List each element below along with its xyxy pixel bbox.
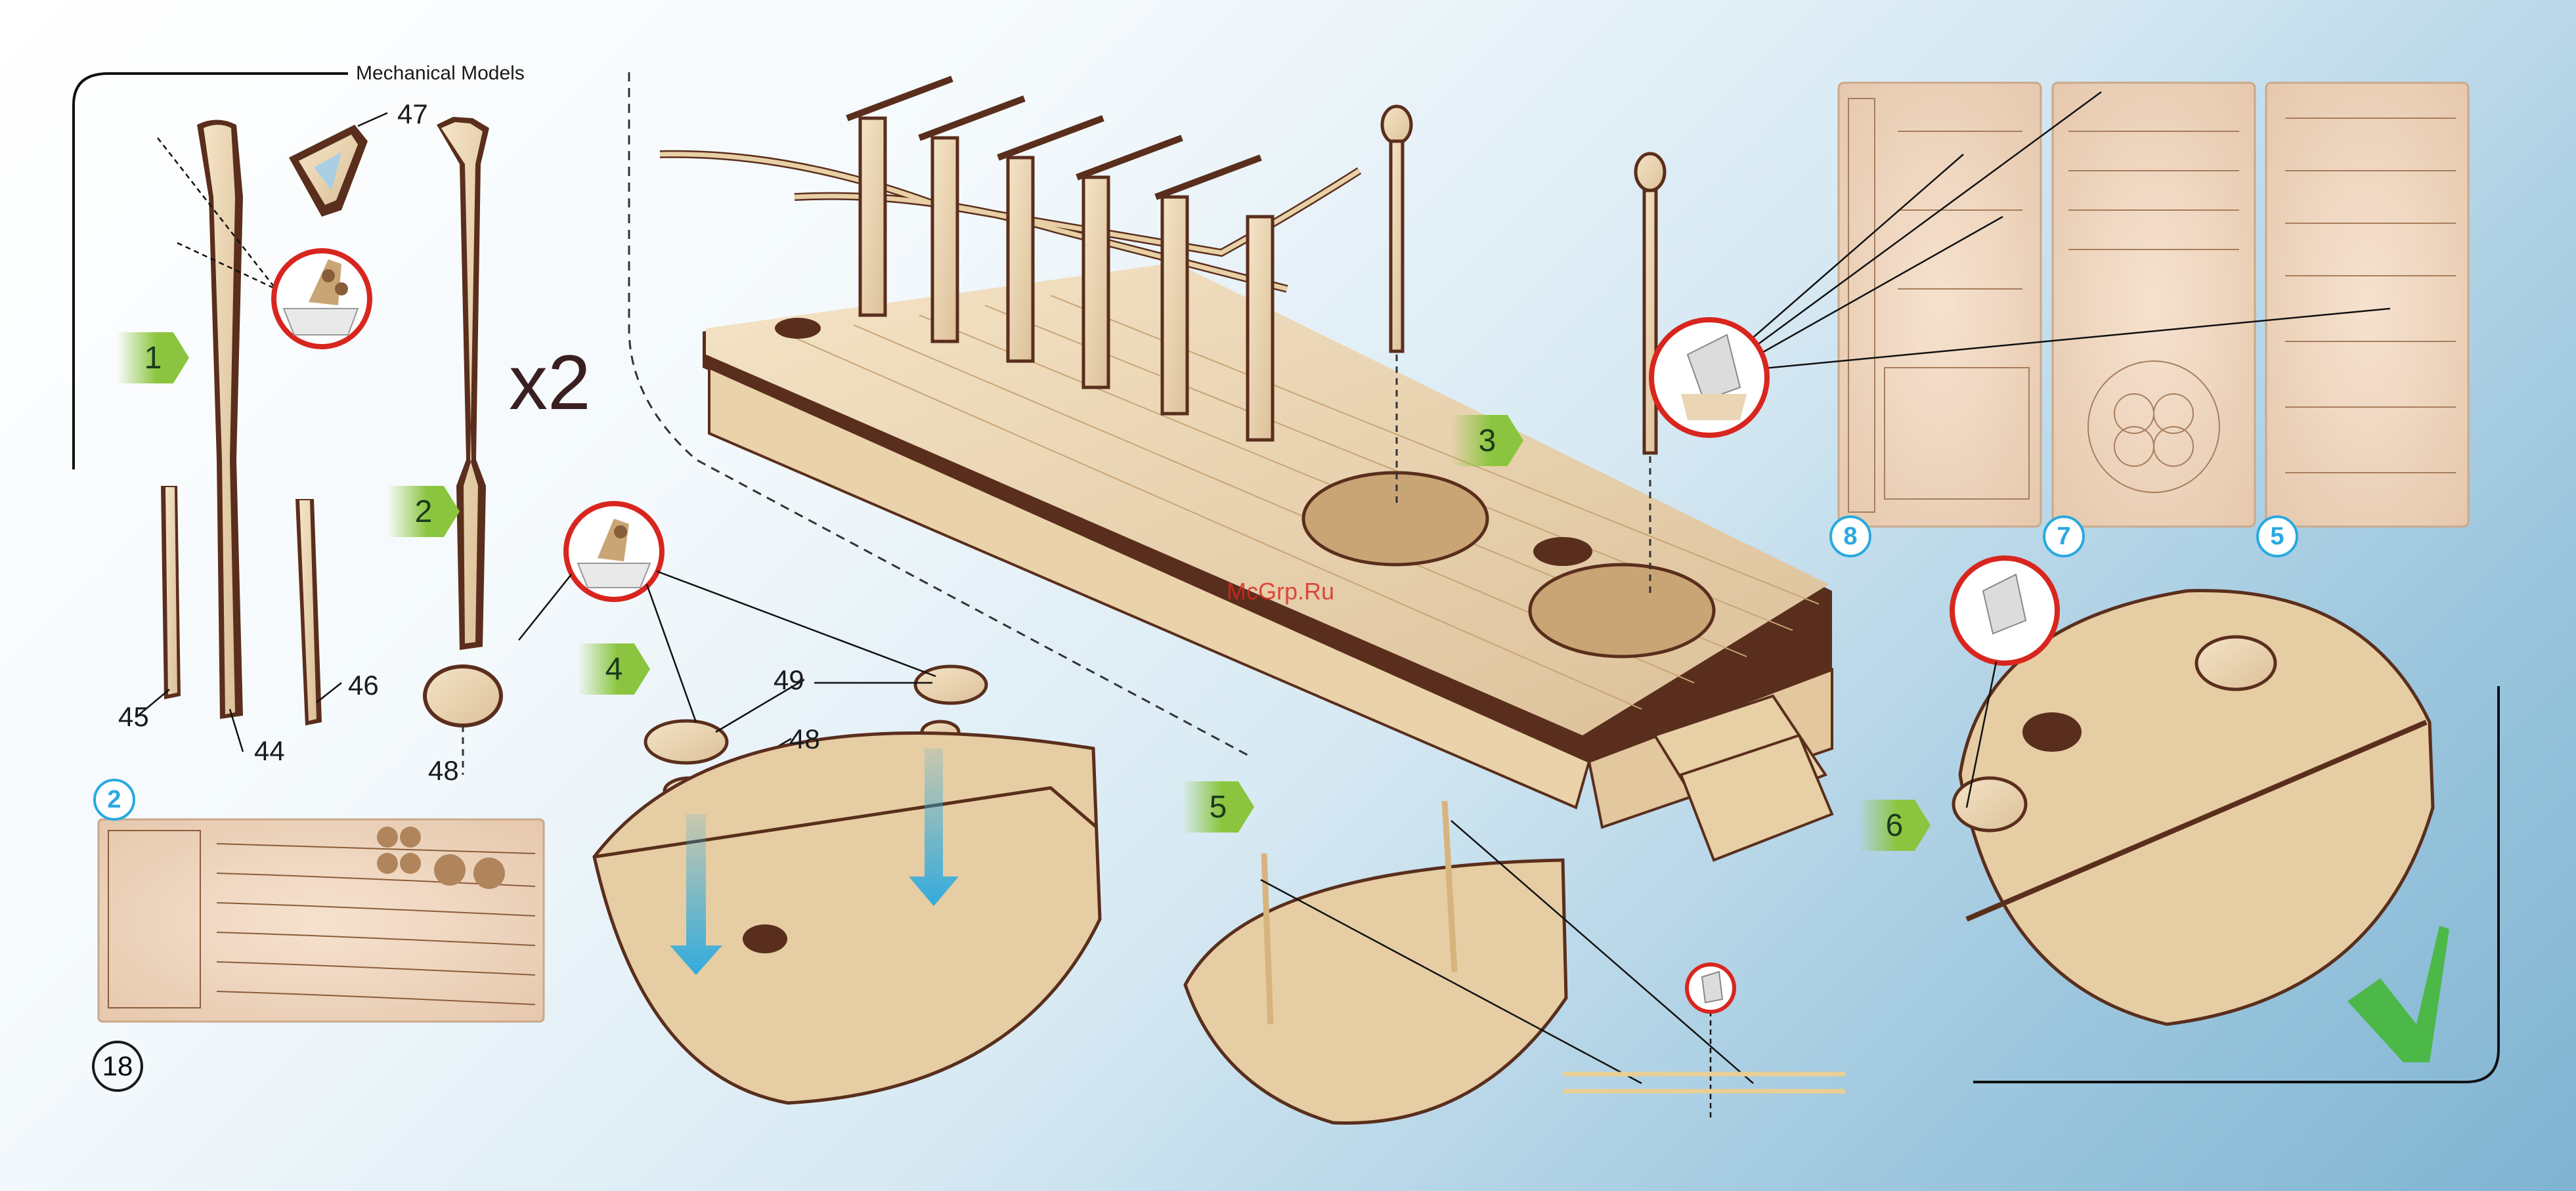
quantity-multiplier: x2: [509, 338, 591, 427]
part-label-49: 49: [774, 664, 804, 696]
part-label-48-gear: 48: [789, 724, 820, 755]
parts-sheet-2: [98, 819, 544, 1022]
knife-callout-step5: [1687, 964, 1734, 1012]
lamp-side-part-45: [161, 486, 181, 699]
glue-callout-step1: [274, 251, 370, 347]
part-label-48-lamp: 48: [428, 755, 459, 787]
knife-callout-sheets: [1651, 320, 1767, 435]
base-disc-part-48: [425, 666, 501, 725]
checkmark-icon: [2347, 926, 2449, 1062]
page-number: 18: [92, 1041, 143, 1092]
sheet-badge-2: 2: [93, 779, 135, 821]
lamp-post-part-44: [197, 120, 243, 720]
parts-sheet-8: [1839, 83, 2041, 527]
parts-sheet-7: [2053, 83, 2255, 527]
lamp-head-part-47: [289, 125, 368, 217]
glue-callout-step2: [519, 504, 662, 640]
sheet-badge-7: 7: [2043, 515, 2085, 557]
detail-circle-step5: [1185, 801, 1566, 1123]
part-label-44: 44: [254, 735, 285, 767]
part-label-45: 45: [118, 701, 149, 733]
part-label-47: 47: [397, 98, 428, 130]
watermark: McGrp.Ru: [1227, 578, 1334, 605]
toothpicks: [1563, 1074, 1845, 1091]
sheet-badge-8: 8: [1829, 515, 1871, 557]
sheet-badge-5: 5: [2256, 515, 2298, 557]
detail-circle-step4: [594, 733, 1100, 1103]
parts-sheet-5: [2266, 83, 2468, 527]
lamp-side-part-46: [295, 499, 322, 725]
part-label-46: 46: [348, 670, 379, 701]
brand-label: Mechanical Models: [356, 62, 525, 85]
gear-part-49-right: [915, 666, 986, 743]
lamp-post-assembled: [425, 117, 501, 775]
